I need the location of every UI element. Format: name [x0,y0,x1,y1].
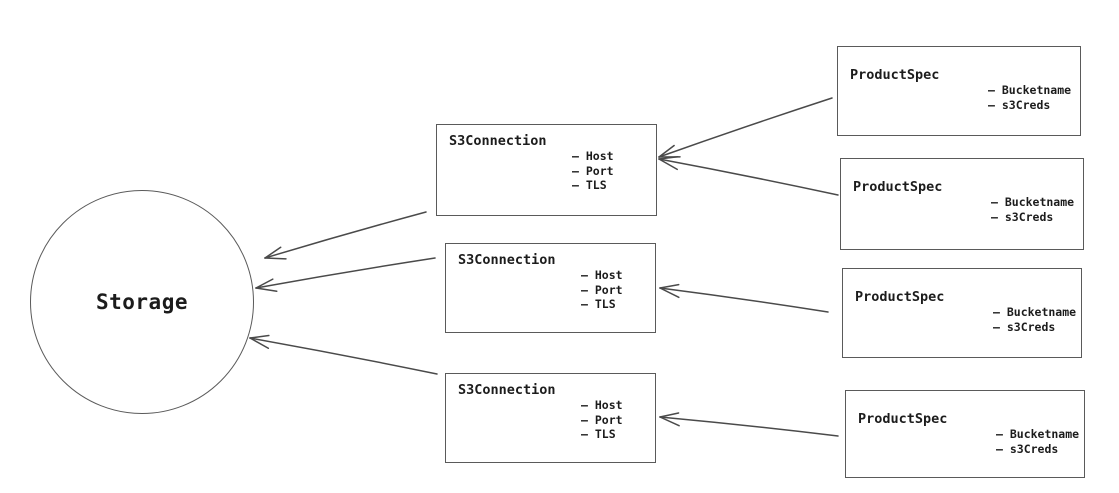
s3connection-node-1-attr-3: – TLS [572,178,607,192]
productspec-node-3-title: ProductSpec [855,289,945,305]
productspec-node-1-attributes: – Bucketname– s3Creds [988,83,1071,112]
productspec-node-1[interactable]: ProductSpec – Bucketname– s3Creds [837,46,1081,136]
storage-node[interactable]: Storage [30,190,254,414]
productspec-node-2-title: ProductSpec [853,179,943,195]
edge-conn3-to-storage [249,334,438,375]
s3connection-node-1-attributes: – Host– Port– TLS [572,149,614,193]
s3connection-node-3-attr-3: – TLS [581,427,616,441]
s3connection-node-3-title: S3Connection [458,382,556,398]
productspec-node-3-attributes: – Bucketname– s3Creds [993,305,1076,334]
storage-node-label: Storage [95,290,188,314]
s3connection-node-3[interactable]: S3Connection – Host– Port– TLS [445,373,656,463]
s3connection-node-2-title: S3Connection [458,252,556,268]
productspec-node-3-attr-1: – Bucketname [993,305,1077,319]
edge-spec1-to-conn1 [658,97,833,158]
productspec-node-1-attr-2: – s3Creds [988,97,1051,112]
s3connection-node-2-attr-3: – TLS [581,297,616,311]
s3connection-node-3-attr-2: – Port [581,412,623,427]
s3connection-node-2-attributes: – Host– Port– TLS [581,268,623,312]
productspec-node-4-title: ProductSpec [858,411,948,427]
s3connection-node-1-attr-1: – Host [572,149,614,163]
edge-spec4-to-conn3 [659,412,839,437]
productspec-node-2-attr-1: – Bucketname [991,195,1075,209]
productspec-node-2[interactable]: ProductSpec – Bucketname– s3Creds [840,158,1084,250]
s3connection-node-2-attr-1: – Host [581,268,623,282]
edge-conn2-to-storage [255,257,436,292]
edge-spec2-to-conn1 [658,155,839,196]
productspec-node-4-attr-1: – Bucketname [996,427,1080,441]
productspec-node-2-attr-2: – s3Creds [991,209,1054,224]
productspec-node-3[interactable]: ProductSpec – Bucketname– s3Creds [842,268,1082,358]
productspec-node-1-title: ProductSpec [850,67,940,83]
s3connection-node-1-attr-2: – Port [572,163,614,178]
productspec-node-1-attr-1: – Bucketname [988,83,1072,97]
productspec-node-4-attributes: – Bucketname– s3Creds [996,427,1079,456]
productspec-node-4[interactable]: ProductSpec – Bucketname– s3Creds [845,390,1085,478]
s3connection-node-2[interactable]: S3Connection – Host– Port– TLS [445,243,656,333]
productspec-node-2-attributes: – Bucketname– s3Creds [991,195,1074,224]
s3connection-node-3-attr-1: – Host [581,398,623,412]
edge-spec3-to-conn2 [659,283,829,313]
s3connection-node-1[interactable]: S3Connection – Host– Port– TLS [436,124,657,216]
productspec-node-4-attr-2: – s3Creds [996,441,1059,456]
s3connection-node-3-attributes: – Host– Port– TLS [581,398,623,442]
s3connection-node-1-title: S3Connection [449,133,547,149]
edge-conn1-to-storage [264,211,427,260]
s3connection-node-2-attr-2: – Port [581,282,623,297]
productspec-node-3-attr-2: – s3Creds [993,319,1056,334]
